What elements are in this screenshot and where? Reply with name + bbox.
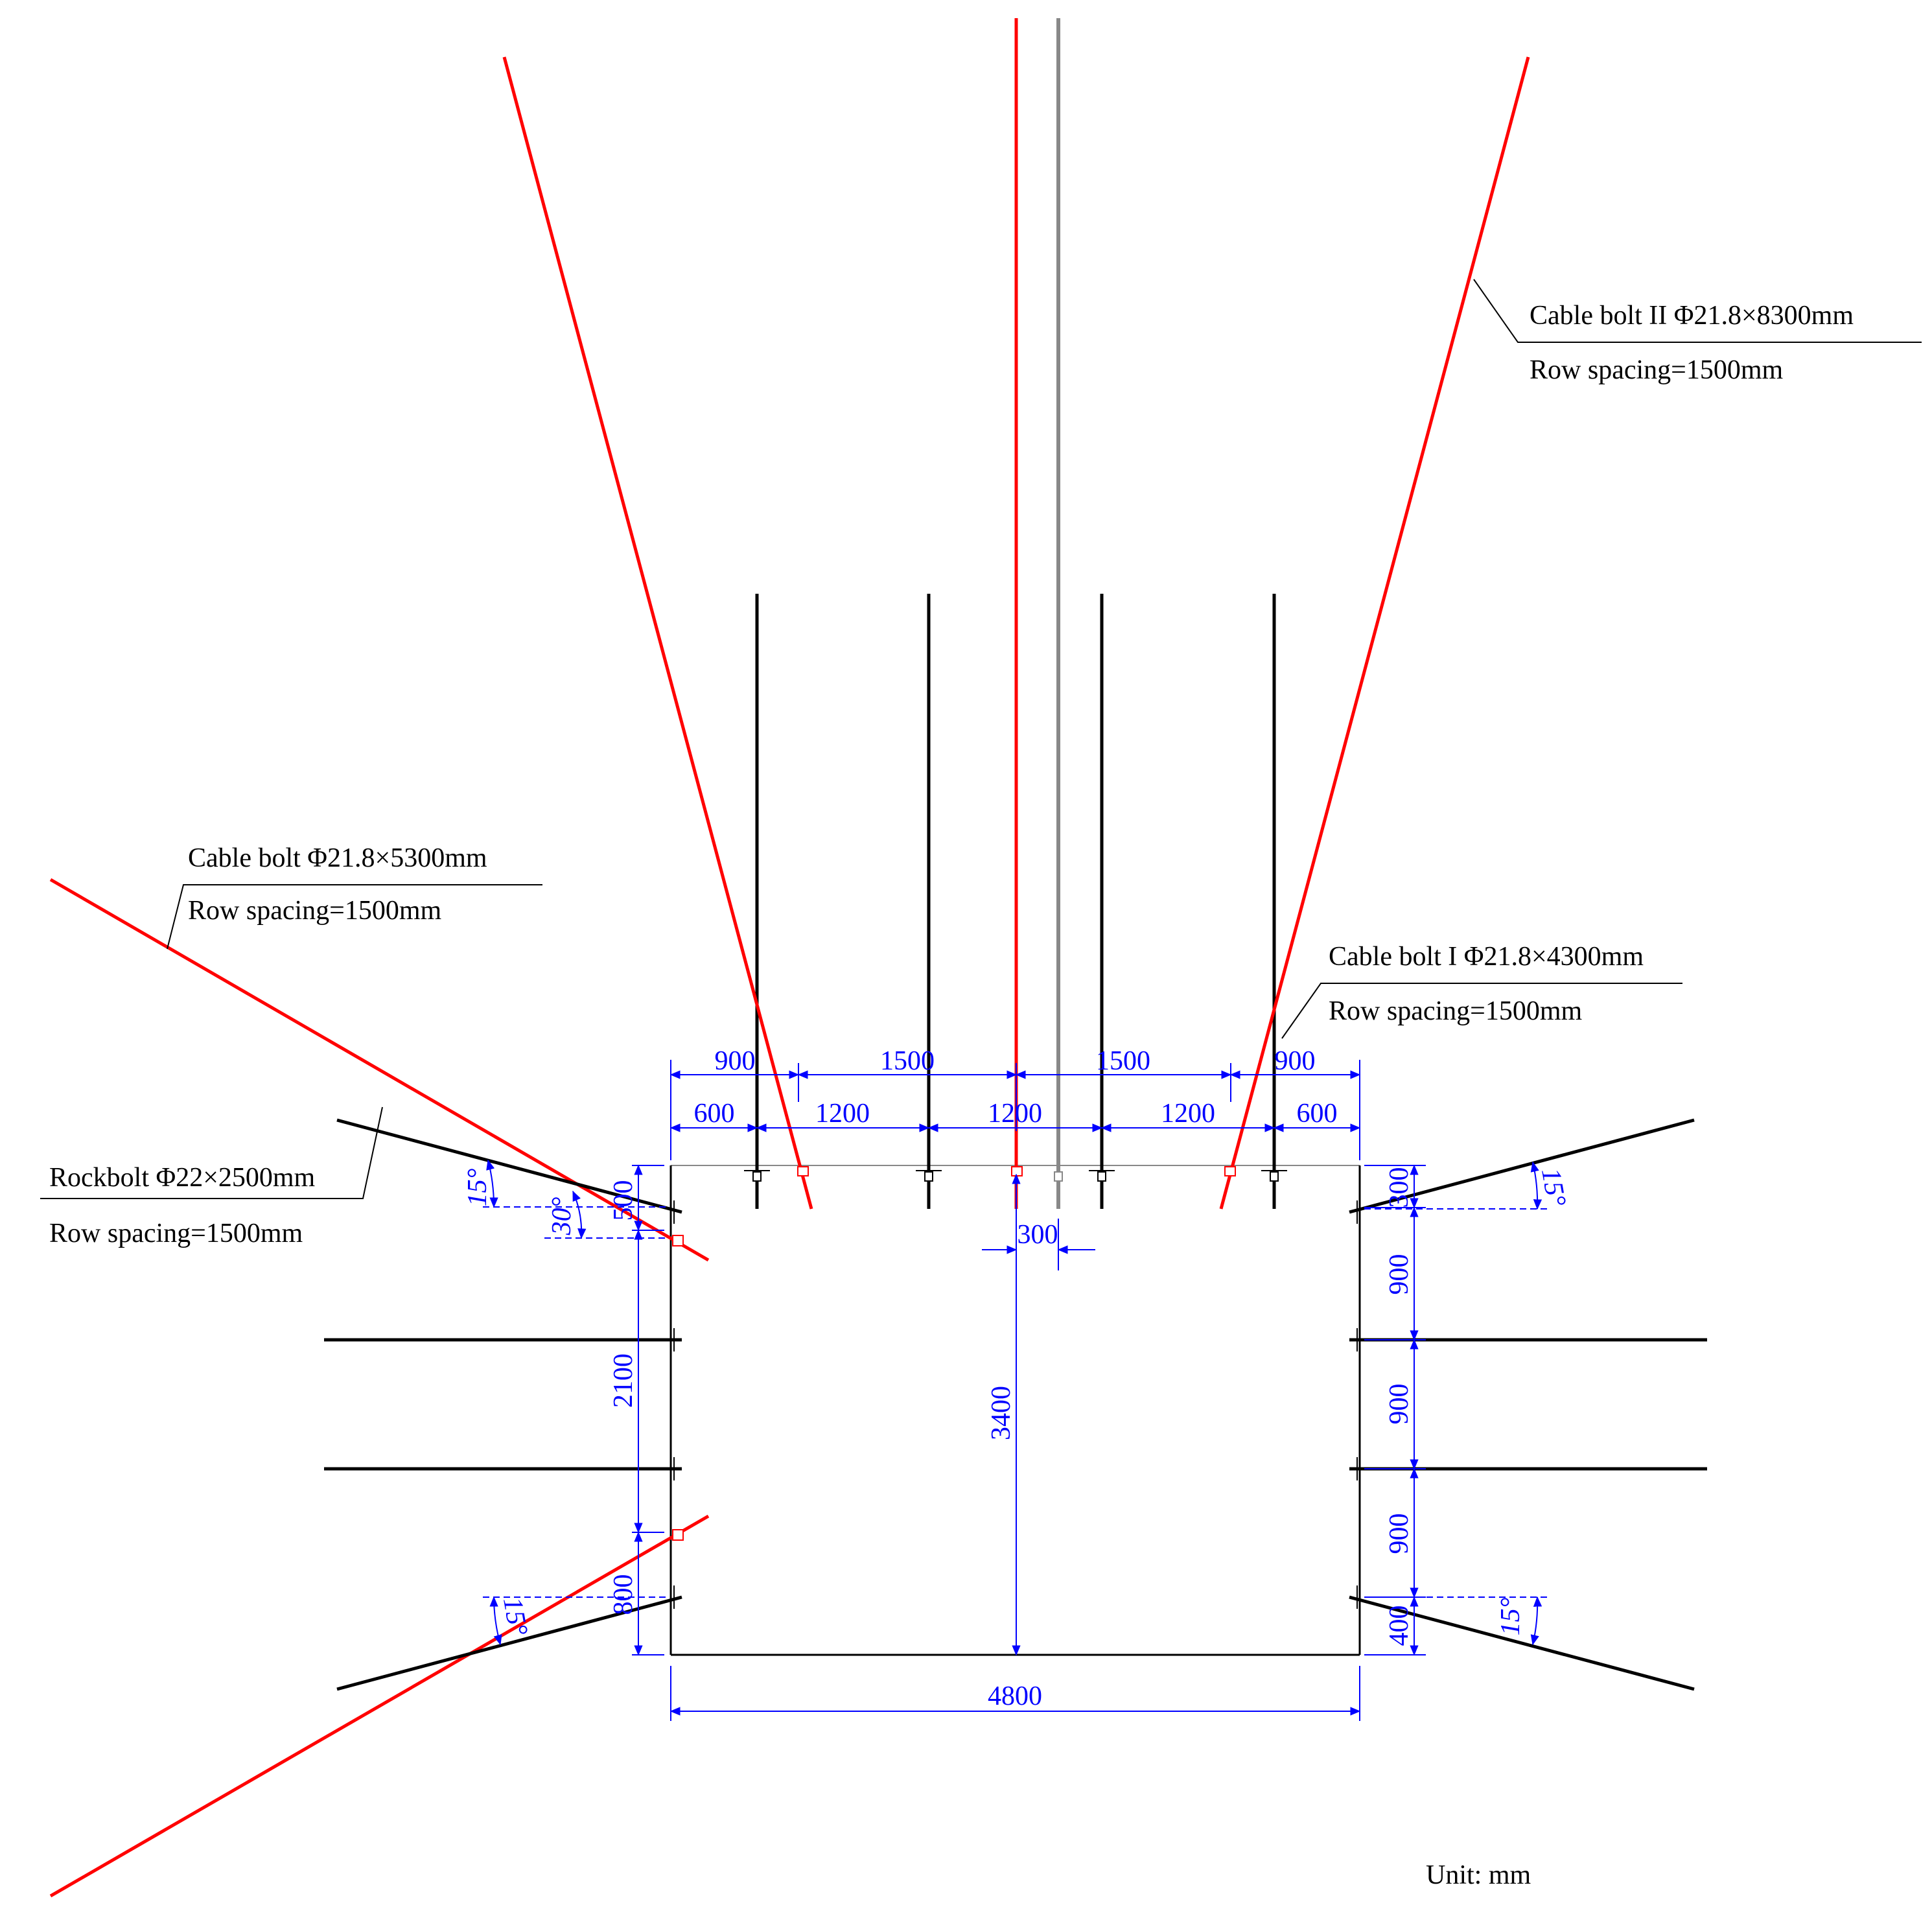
angle-right-top: 15° [1535, 1166, 1572, 1209]
left-rib-rockbolt-top [336, 1118, 682, 1214]
label-cable-bolt: Cable bolt Φ21.8×5300mm [188, 843, 487, 873]
dim-top-900-right: 900 [1275, 1046, 1316, 1076]
angle-left-cable: 30° [547, 1197, 577, 1235]
dim-row2-1200-2: 1200 [988, 1099, 1042, 1129]
label-cable-bolt-i-spacing: Row spacing=1500mm [1329, 996, 1582, 1026]
dim-top-1500-right: 1500 [1096, 1046, 1150, 1076]
dim-left-500: 500 [609, 1180, 638, 1221]
dim-row2-1200-3: 1200 [1161, 1099, 1215, 1129]
dim-right-400: 400 [1384, 1606, 1414, 1646]
cable-bolts [49, 18, 1530, 1898]
dim-left-800: 800 [609, 1574, 638, 1615]
label-rockbolt: Rockbolt Φ22×2500mm [49, 1163, 316, 1193]
dimension-lines [483, 1060, 1549, 1721]
dim-right-900-1: 900 [1384, 1254, 1414, 1295]
cable-bolt-plates [672, 1166, 1236, 1541]
dimension-texts: 900 1500 1500 900 600 1200 1200 1200 600… [609, 1046, 1414, 1711]
roof-rockbolts [755, 594, 1276, 1209]
dim-right-300: 300 [1384, 1167, 1414, 1208]
label-cable-bolt-ii-spacing: Row spacing=1500mm [1530, 355, 1783, 385]
dim-left-2100: 2100 [609, 1353, 638, 1408]
cable-bolt-left-lower [49, 1514, 710, 1898]
dim-row2-600-right: 600 [1297, 1099, 1338, 1129]
dim-top-900-left: 900 [715, 1046, 756, 1076]
label-rockbolt-spacing: Row spacing=1500mm [49, 1219, 303, 1248]
label-unit: Unit: mm [1426, 1860, 1531, 1890]
dim-row2-1200-1: 1200 [815, 1099, 870, 1129]
dim-center-300: 300 [1018, 1220, 1058, 1250]
angle-left-top: 15° [463, 1168, 493, 1206]
left-rib-rockbolt-bottom [336, 1595, 682, 1691]
angle-left-bottom: 15° [497, 1595, 533, 1638]
dim-height-3400: 3400 [986, 1386, 1016, 1440]
angle-right-bottom: 15° [1496, 1597, 1526, 1635]
angle-texts: 15° 30° 15° 15° 15° [463, 1166, 1572, 1638]
cable-bolt-left-upper [49, 878, 710, 1262]
roof-bolt-plates [744, 1170, 1287, 1182]
annotations: Cable bolt II Φ21.8×8300mm Row spacing=1… [49, 301, 1854, 1890]
dim-top-1500-left: 1500 [880, 1046, 935, 1076]
dim-row2-600-left: 600 [694, 1099, 735, 1129]
label-cable-bolt-ii: Cable bolt II Φ21.8×8300mm [1530, 301, 1854, 331]
cable-bolt-ii-right [1219, 56, 1530, 1210]
dim-right-900-3: 900 [1384, 1514, 1414, 1554]
right-rib-rockbolt-top [1349, 1118, 1695, 1214]
left-rib-rockbolts [324, 1118, 682, 1691]
leader-lines [40, 279, 1922, 1199]
label-cable-bolt-i: Cable bolt I Φ21.8×4300mm [1329, 942, 1644, 972]
center-rod-plate [1054, 1171, 1063, 1182]
right-rib-rockbolt-bottom [1349, 1595, 1695, 1691]
dim-width-4800: 4800 [988, 1681, 1042, 1711]
label-cable-bolt-spacing: Row spacing=1500mm [188, 896, 441, 926]
dim-right-900-2: 900 [1384, 1384, 1414, 1425]
cable-bolt-i-left [502, 56, 813, 1210]
